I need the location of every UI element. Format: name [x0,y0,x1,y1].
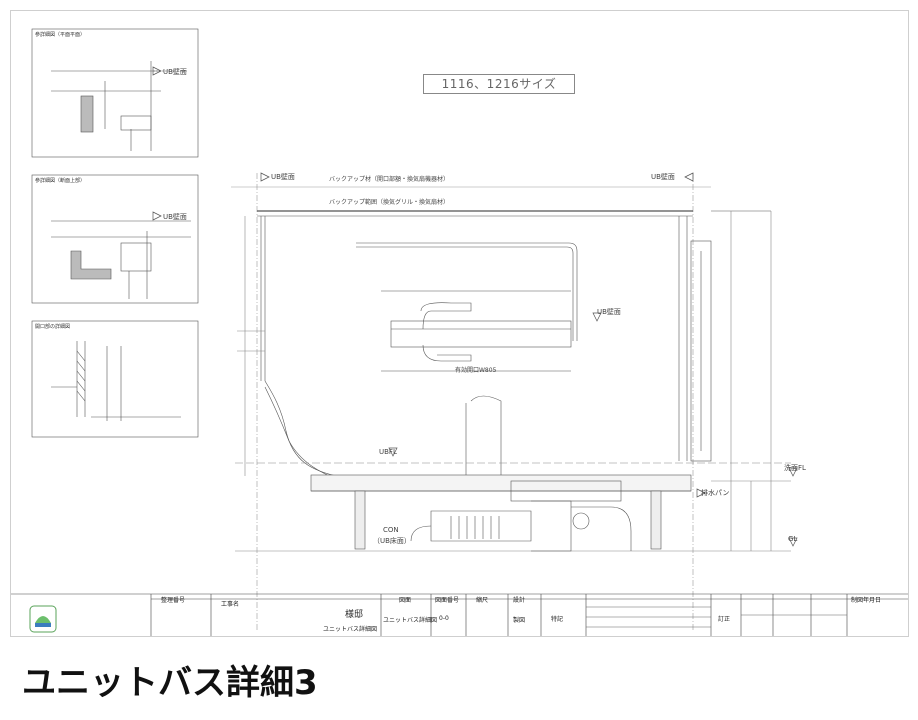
detail-title-3: 開口部の詳細図 [35,324,71,330]
ub-wall-right-label: UB壁面 [651,173,675,181]
detail-box-1 [31,28,199,158]
header-drawing: 図面 [399,597,412,604]
bath-detail-drawing [11,28,908,636]
size-label: 1116、1216サイズ [423,74,575,94]
detail-title-2: 参詳細図（断面上部） [35,178,86,184]
page-caption: ユニットバス詳細3 [22,663,318,703]
header-design: 設計 [513,597,526,604]
ub-wall-inner-label: UB壁面 [597,308,621,316]
detail-box-3 [31,320,199,438]
backup-label-1: バックアップ材（開口部額・換気扇機器材） [329,176,450,183]
detail-box-2 [31,174,199,304]
approval-label: 製図 [513,617,526,624]
backup-label-2: バックアップ範囲（換気グリル・換気扇材） [329,199,450,206]
ub-wall-left-label: UB壁面 [271,173,295,181]
drawing-name: ユニットバス詳細図 [323,626,378,633]
detail-1-ub-label: UB壁面 [163,68,187,76]
drain-pan-label: 排水パン [701,489,730,497]
ubfl-label: UBFL [379,448,397,456]
drawing-number: 0-0 [439,615,449,622]
gl-label: GL [788,535,798,543]
project-name: 様邸 [345,610,364,620]
header-date: 制図年月日 [851,597,882,604]
detail-2-ub-label: UB壁面 [163,213,187,221]
conn-label: CON [383,526,399,534]
conn-sub-label: （UB床面） [373,537,411,545]
drawing-sheet: 1116、1216サイズ 参詳細図（平面平面） 参詳細図（断面上部） 開口部の詳… [10,10,909,637]
header-serial: 整理番号 [161,597,186,604]
opening-dimension-label: 有効開口W805 [455,367,497,374]
header-scale: 縮尺 [476,597,489,604]
drawing-name-small: ユニットバス詳細図 [383,617,438,624]
revision-label: 訂正 [718,616,731,623]
header-project: 工事名 [221,601,240,608]
header-drawing-no: 図面番号 [435,597,460,604]
detail-title-1: 参詳細図（平面平面） [35,32,86,38]
washroom-fl-label: 洗面FL [784,464,806,472]
remarks-label: 特記 [551,616,564,623]
eco-logo-icon [29,605,57,633]
